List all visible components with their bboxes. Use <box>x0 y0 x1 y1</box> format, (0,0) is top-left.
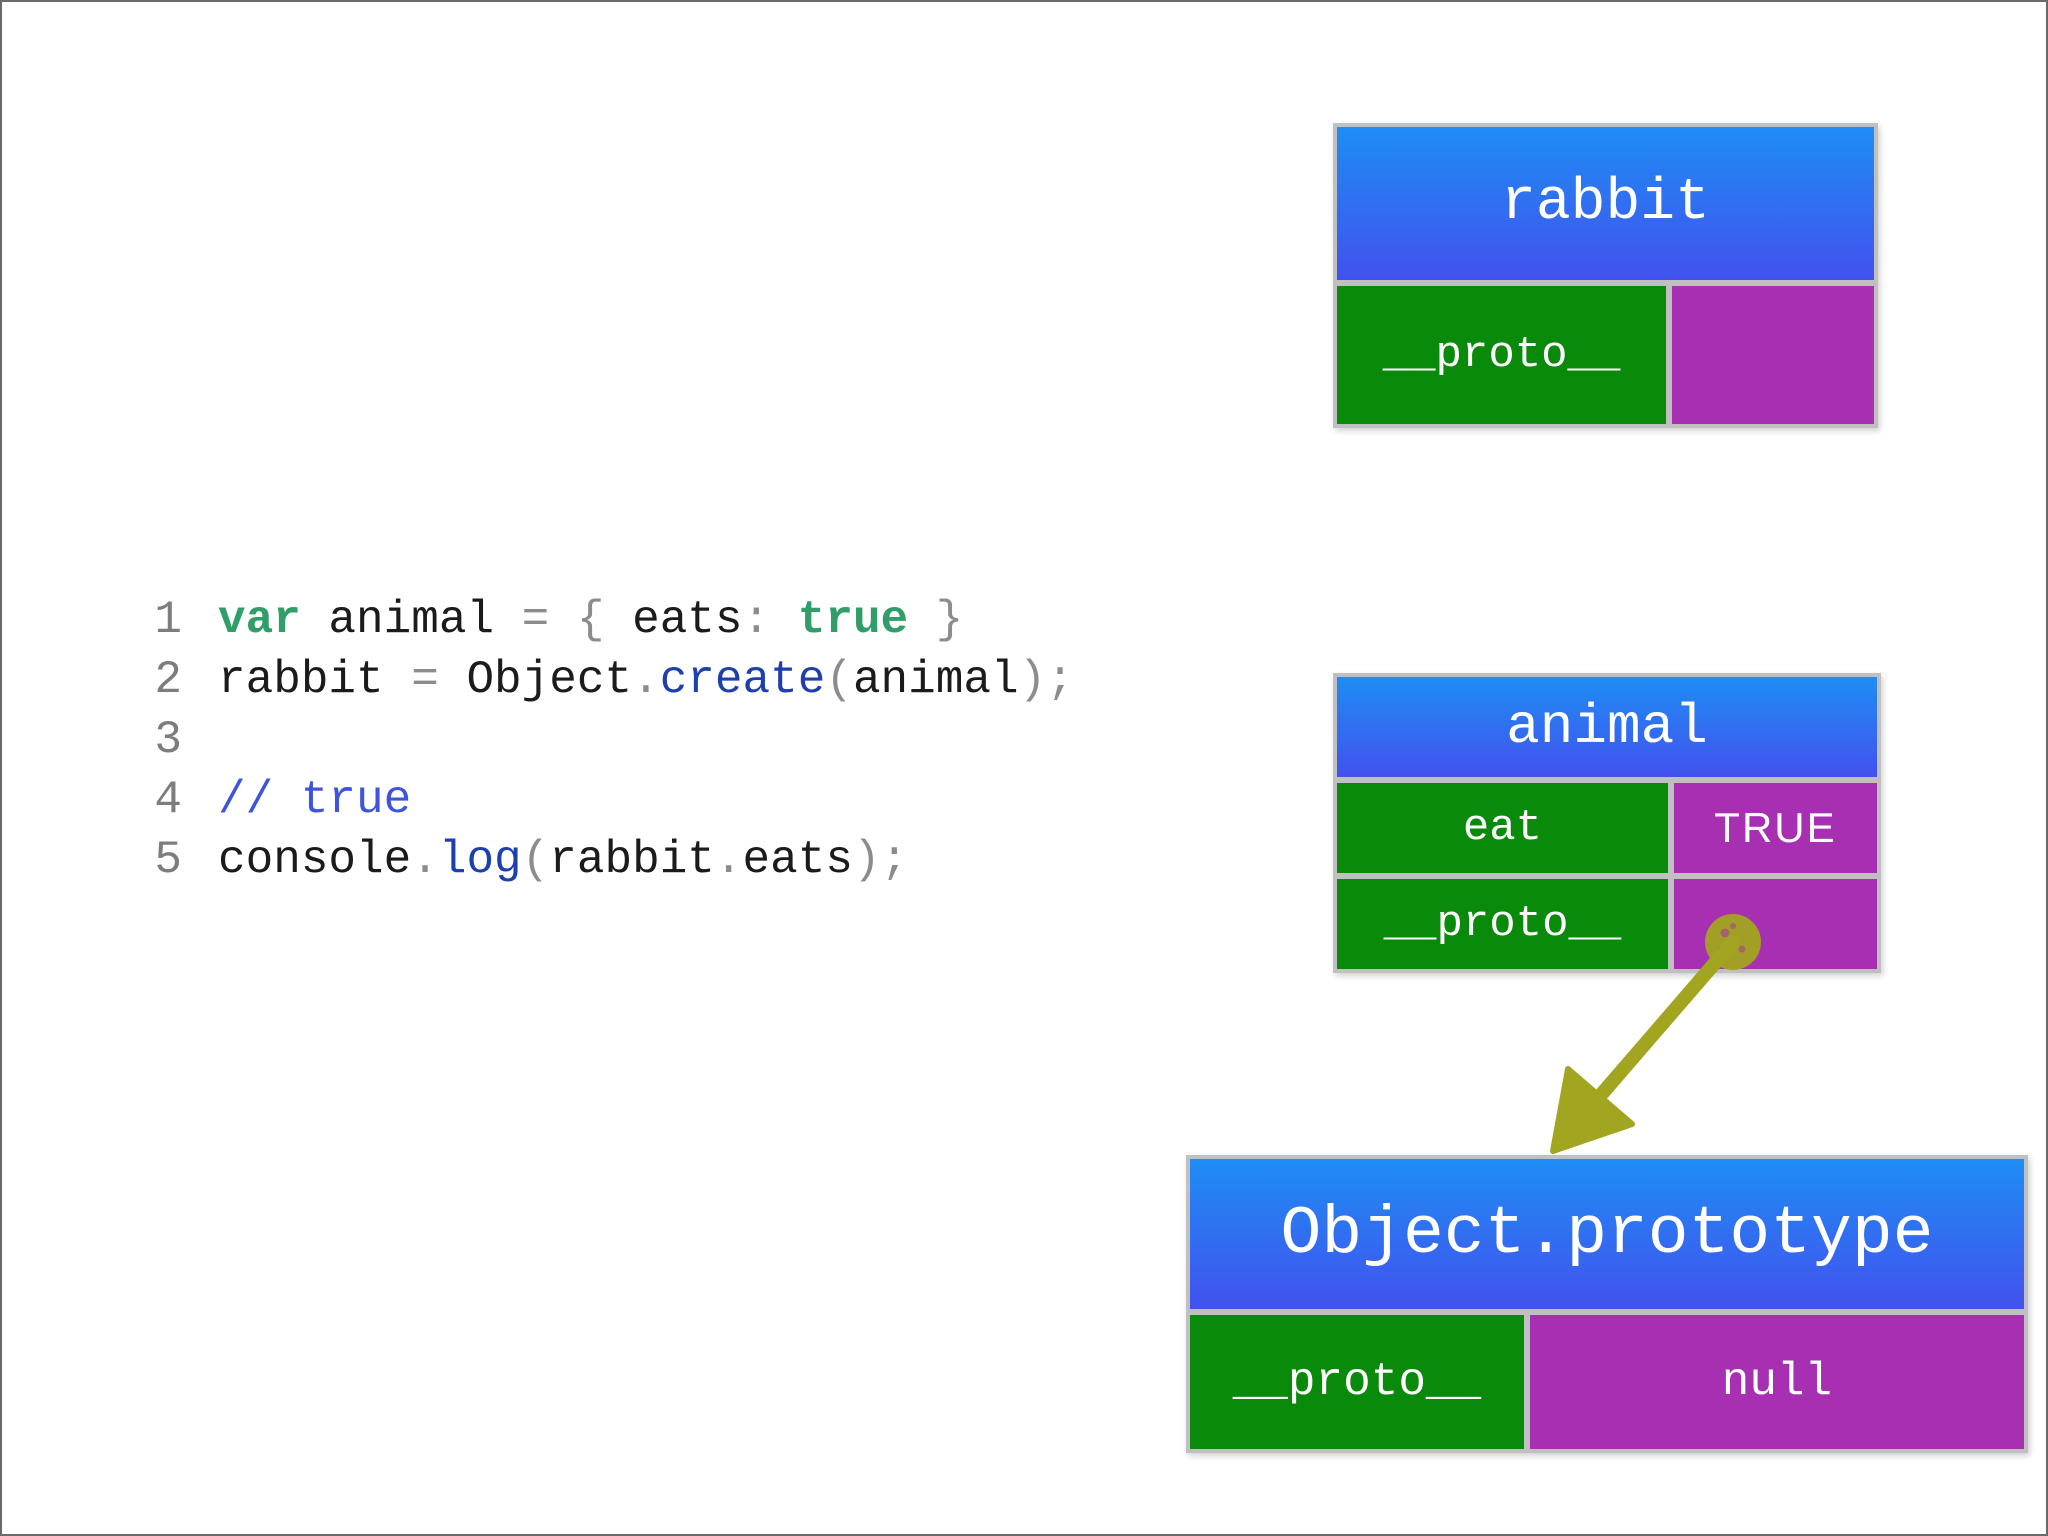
code-block: 1 var animal = { eats: true } 2 rabbit = Ob… <box>140 590 1074 890</box>
animal-eat-value-cell: TRUE <box>1673 783 1877 873</box>
line-number: 2 <box>154 654 182 706</box>
line-number: 3 <box>154 714 182 766</box>
code-token: } <box>908 594 964 646</box>
code-token: create <box>659 654 826 706</box>
arrow-head <box>1550 1066 1635 1154</box>
code-token: animal <box>852 654 1019 706</box>
code-token: rabbit <box>549 834 715 886</box>
rabbit-proto-value-cell <box>1672 286 1874 424</box>
code-token: ); <box>852 834 909 886</box>
code-line: 2 rabbit = Object.create(animal); <box>140 650 1074 710</box>
code-token: = <box>411 654 467 706</box>
code-line: 4 // true <box>140 770 1074 830</box>
code-token: . <box>411 834 439 886</box>
object-prototype-proto-value-cell: null <box>1529 1315 2024 1449</box>
code-token: = { <box>521 594 633 646</box>
code-token: ( <box>825 654 853 706</box>
code-token: true <box>797 594 909 646</box>
rabbit-box-title: rabbit <box>1337 127 1874 280</box>
code-token: ); <box>1018 654 1074 706</box>
code-token: . <box>714 834 743 886</box>
code-token: eats <box>632 594 743 646</box>
animal-eat-key-cell: eat <box>1337 783 1668 873</box>
object-prototype-proto-key-cell: __proto__ <box>1190 1315 1524 1449</box>
code-line: 3 <box>140 710 1074 770</box>
object-prototype-box-title: Object.prototype <box>1190 1159 2024 1309</box>
code-token: . <box>632 654 660 706</box>
code-token: rabbit <box>218 654 412 706</box>
rabbit-object-box: rabbit __proto__ <box>1333 123 1878 428</box>
animal-proto-value-cell <box>1673 879 1877 969</box>
code-token: Object <box>466 654 633 706</box>
code-token: : <box>742 594 798 646</box>
code-token: eats <box>742 834 853 886</box>
line-number: 1 <box>154 594 182 646</box>
object-prototype-box: Object.prototype __proto__ null <box>1186 1155 2028 1453</box>
animal-object-box: animal eat TRUE __proto__ <box>1333 673 1881 973</box>
code-token: animal <box>300 594 522 646</box>
code-token: log <box>438 834 522 886</box>
animal-proto-key-cell: __proto__ <box>1337 879 1668 969</box>
line-number: 4 <box>154 774 182 826</box>
code-token: ( <box>521 834 550 886</box>
code-token: console <box>218 834 412 886</box>
code-line: 1 var animal = { eats: true } <box>140 590 1074 650</box>
code-token: // true <box>218 774 412 826</box>
code-token: var <box>218 594 301 646</box>
animal-box-title: animal <box>1337 677 1877 777</box>
line-number: 5 <box>154 834 182 886</box>
rabbit-proto-key-cell: __proto__ <box>1337 286 1667 424</box>
